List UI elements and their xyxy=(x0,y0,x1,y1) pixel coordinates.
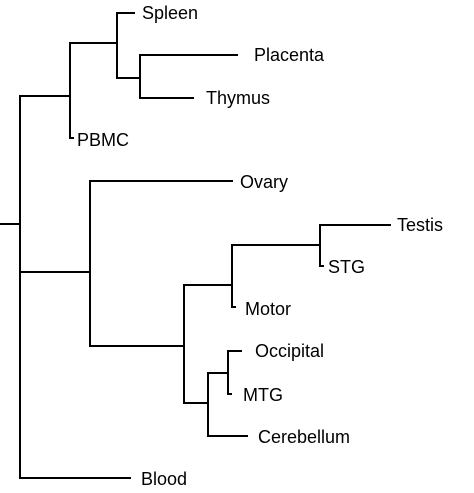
leaf-label-testis: Testis xyxy=(397,215,443,235)
leaf-label-blood: Blood xyxy=(141,469,187,489)
leaf-label-stg: STG xyxy=(328,257,365,277)
dendrogram-labels: Spleen Placenta Thymus PBMC Ovary Testis… xyxy=(77,3,443,489)
leaf-label-mtg: MTG xyxy=(243,385,283,405)
leaf-label-placenta: Placenta xyxy=(254,45,325,65)
leaf-label-spleen: Spleen xyxy=(142,3,198,23)
leaf-label-ovary: Ovary xyxy=(240,172,288,192)
leaf-label-thymus: Thymus xyxy=(206,88,270,108)
leaf-label-cerebellum: Cerebellum xyxy=(258,427,350,447)
leaf-label-pbmc: PBMC xyxy=(77,130,129,150)
leaf-label-motor: Motor xyxy=(245,299,291,319)
leaf-label-occipital: Occipital xyxy=(255,341,324,361)
dendrogram-branches xyxy=(0,12,391,479)
